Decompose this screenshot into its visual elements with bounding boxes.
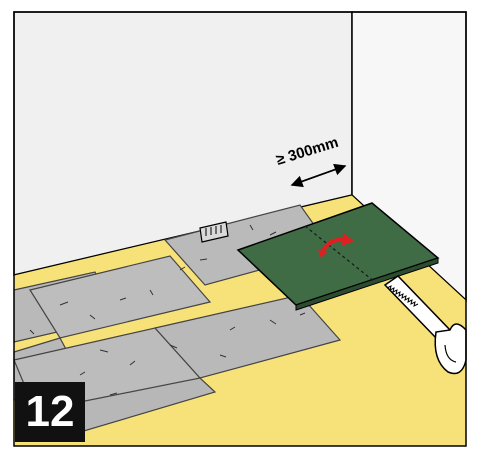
cut-line [304,225,376,283]
frame [13,11,467,447]
tile [153,294,342,379]
curved-rotation-arrow-icon [318,233,354,258]
handsaw-icon [383,275,467,375]
step-number-badge: 12 [15,382,85,442]
tapping-block-icon [199,221,229,243]
green-panel-edge [295,257,439,311]
tile [29,255,212,339]
dimension-arrow-icon [290,163,347,188]
